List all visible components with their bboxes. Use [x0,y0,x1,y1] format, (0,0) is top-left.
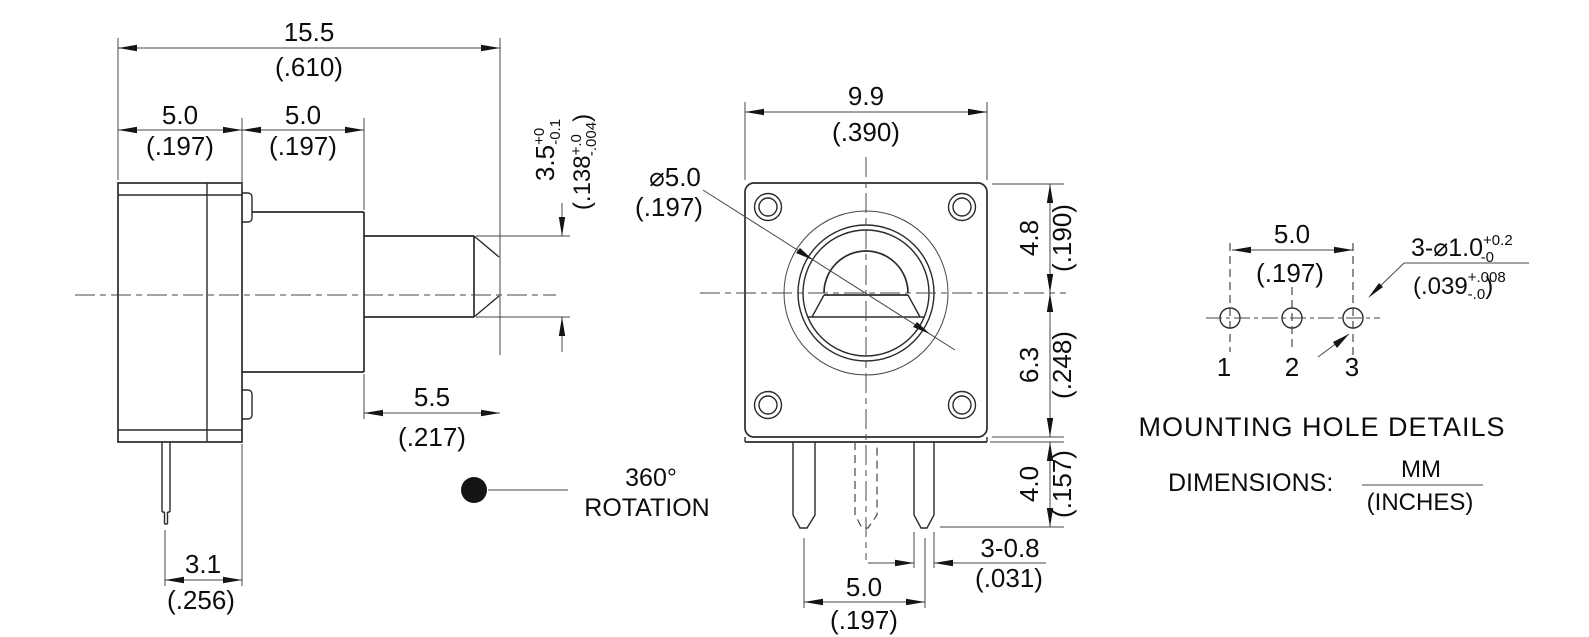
dim-body-bushing-depth: 5.0 (.197) 5.0 (.197) [118,100,365,210]
rotation-note: 360° ROTATION [461,464,710,522]
dim-48-mm: 4.8 [1014,220,1044,256]
dim-55-mm: 5.5 [414,382,450,412]
dim-shaft-diameter: ⌀5.0 (.197) [635,162,956,351]
rotation-word: ROTATION [584,494,709,522]
dim-50a-mm: 5.0 [162,100,198,130]
hole-spec-mm: 3-⌀1.0+0.2-0 [1411,232,1513,266]
dim-63-mm: 6.3 [1014,347,1044,383]
hole-label-2: 2 [1285,352,1299,382]
dim-flange-width: 9.9 (.390) [744,81,988,180]
dim-hole-pitch: 5.0 (.197) [1232,219,1353,288]
arrowhead [118,44,137,52]
rotation-angle: 360° [625,464,677,492]
front-pin-3 [913,442,935,529]
unit-mm: MM [1401,456,1441,483]
dim-63-in: (.248) [1047,331,1077,399]
dim-48-in: (.190) [1047,204,1077,272]
hole-spec-leader: 3-⌀1.0+0.2-0 (.039+.008-.0) [1317,232,1529,358]
dim-pin-span: 5.0 (.197) [803,538,926,635]
hole-label-3: 3 [1345,352,1359,382]
dim-dia-mm: ⌀5.0 [649,162,701,192]
rotation-dot-icon [461,477,487,503]
dim-99-mm: 9.9 [848,81,884,111]
hole-label-1: 1 [1217,352,1231,382]
dim-pitch-mm: 5.0 [1274,219,1310,249]
dim-dia-in: (.197) [635,192,703,222]
hole-spec-in: (.039+.008-.0) [1413,269,1506,303]
dim-pinw-mm: 3-0.8 [980,533,1039,563]
dim-height-chain: 4.8 (.190) 6.3 (.248) 4.0 (.157) [940,183,1077,528]
dim-155-mm: 15.5 [284,17,335,47]
side-pin [161,442,171,525]
dim-40-mm: 4.0 [1014,466,1044,502]
dim-50a-in: (.197) [146,131,214,161]
front-pin-1 [792,442,816,529]
dim-50b-in: (.197) [269,131,337,161]
dim-pin-width: 3-0.8 (.031) [868,532,1046,593]
dim-overall-length: 15.5 (.610) [117,17,501,355]
body-outline [117,182,243,443]
dim-pitch-in: (.197) [1256,258,1324,288]
dim-pin-setback: 3.1 (.256) [164,444,243,615]
dim-31-mm: 3.1 [185,549,221,579]
dim-span-mm: 5.0 [846,572,882,602]
dim-55-in: (.217) [398,422,466,452]
dim-35-mm: 3.5+0-0.1 [530,119,564,181]
dim-155-in: (.610) [275,52,343,82]
mounting-hole-details: 5.0 (.197) 1 2 3 3-⌀1.0+0.2-0 (.039+.008… [1138,219,1529,516]
mounting-title: MOUNTING HOLE DETAILS [1138,412,1505,442]
dim-99-in: (.390) [832,117,900,147]
dim-shaft-flat: 3.5+0-0.1 (.138+.0-.004) [476,114,600,352]
shaft-dome [823,250,909,294]
corner-holes [753,192,977,420]
front-view: 9.9 (.390) ⌀5.0 (.197) 4.8 (.190) [635,81,1077,635]
dim-shaft-length: 5.5 (.217) [363,374,500,452]
dim-pinw-in: (.031) [975,563,1043,593]
dim-40-in: (.157) [1047,450,1077,518]
unit-inches: (INCHES) [1367,489,1474,516]
dim-35-in: (.138+.0-.004) [568,114,600,210]
dim-span-in: (.197) [830,605,898,635]
shaft-chamfer-top [473,235,500,258]
top-lug [242,192,253,223]
arrowhead [481,44,500,52]
side-view: 15.5 (.610) 5.0 (.197) 5.0 (.197) 3.5+0-… [75,17,600,615]
shaft-chamfer-bottom [473,295,500,318]
bottom-lug [242,389,253,420]
dim-31-in: (.256) [167,585,235,615]
dim-50b-mm: 5.0 [285,100,321,130]
front-pin-2-hidden [854,442,878,529]
dimensions-label: DIMENSIONS: [1168,469,1333,497]
